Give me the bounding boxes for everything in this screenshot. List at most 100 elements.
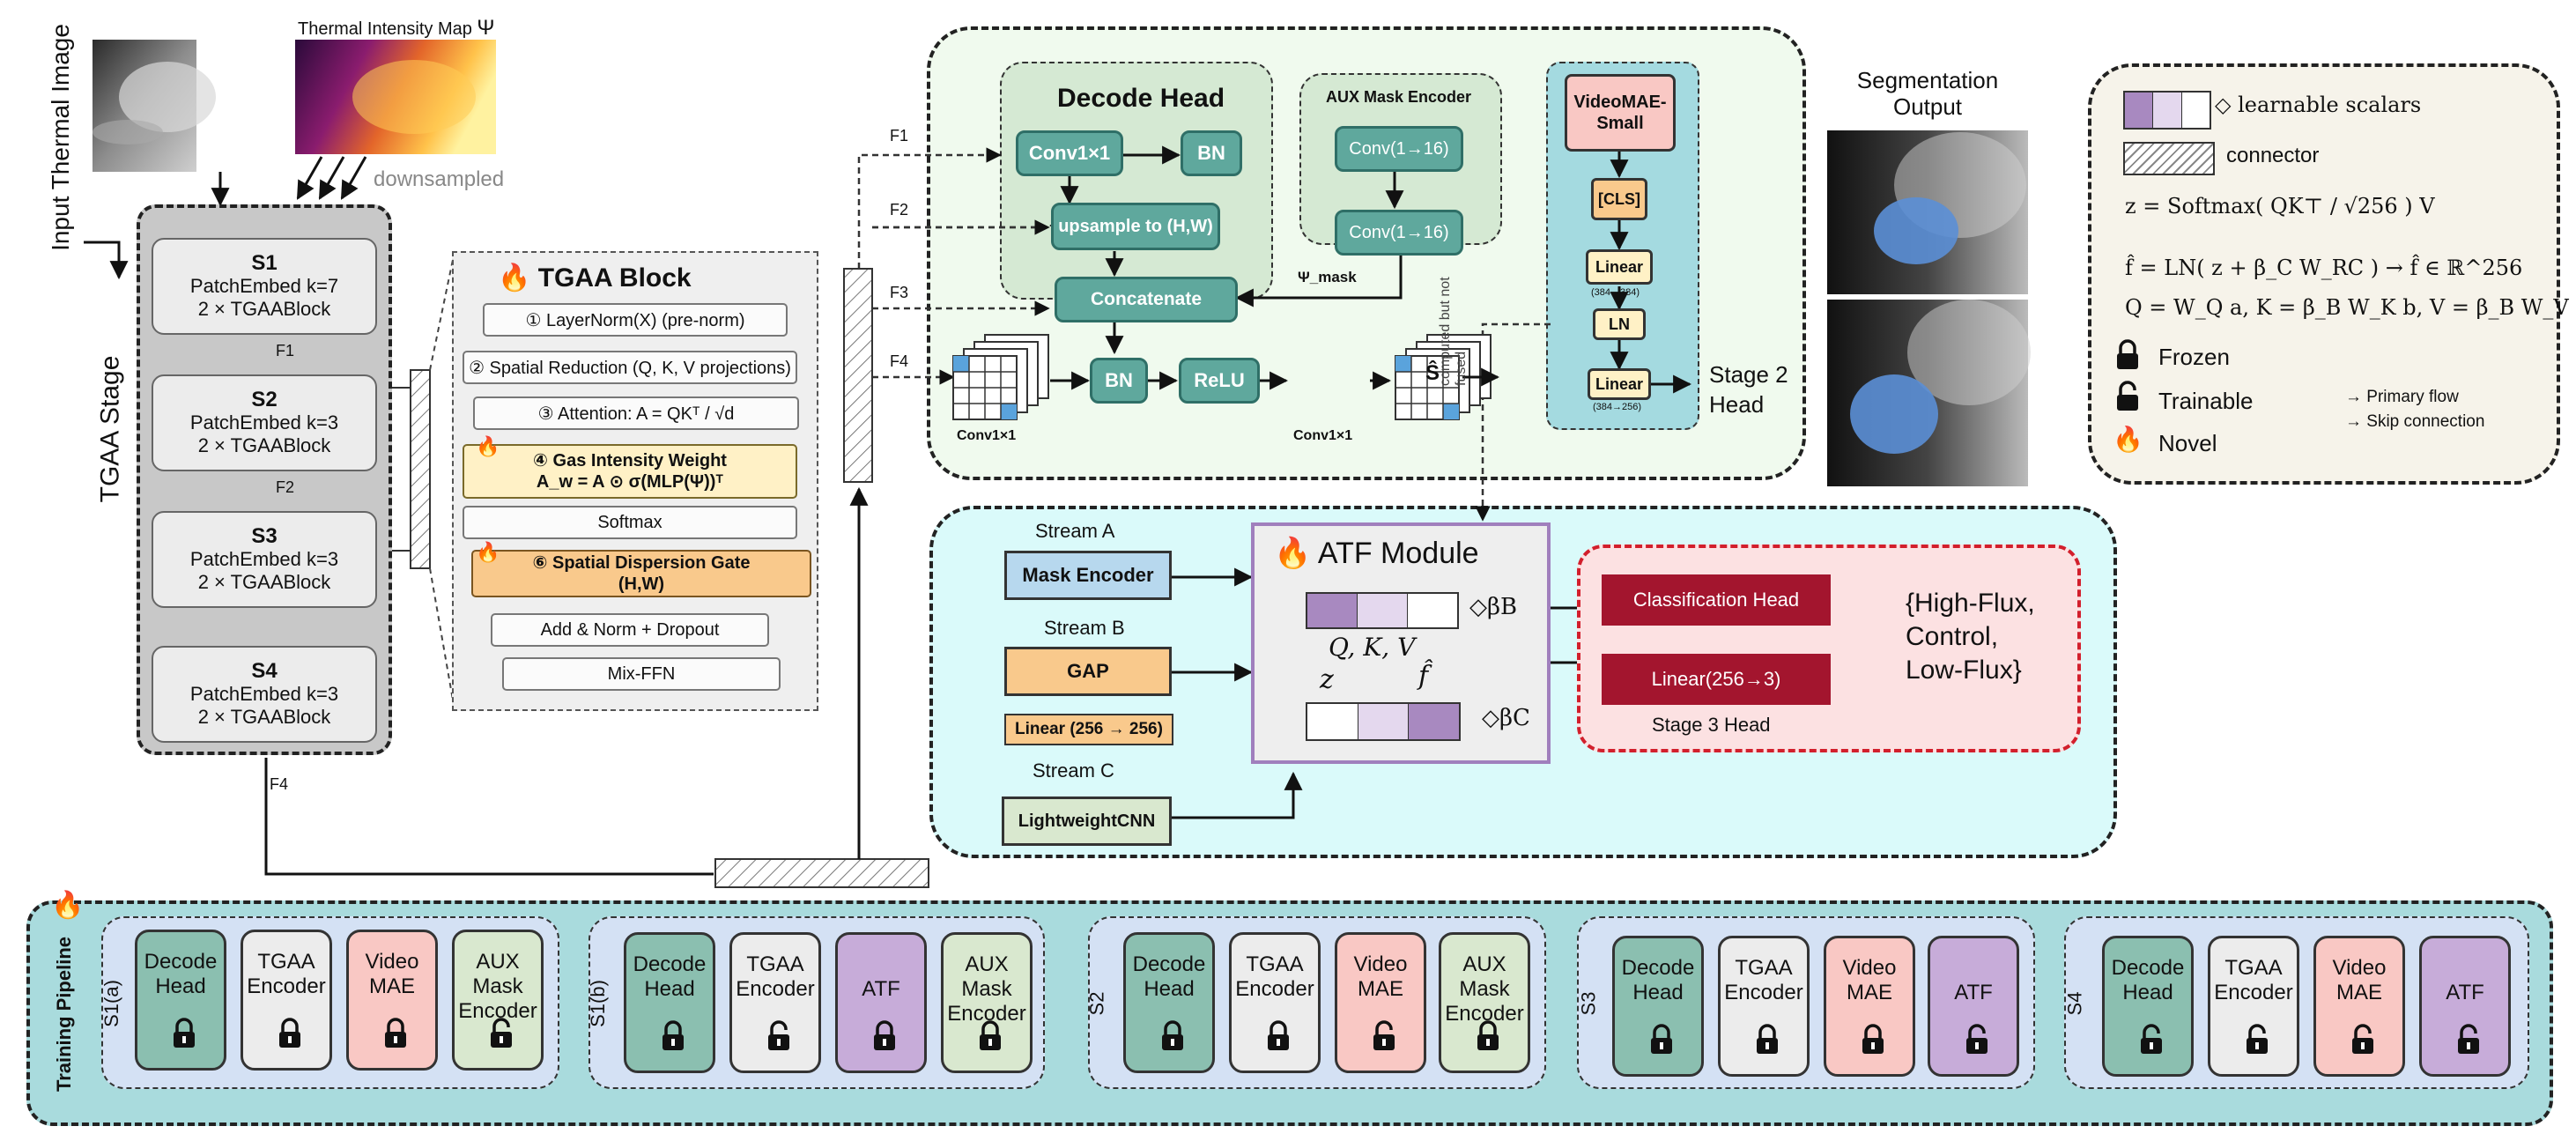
module-video-mae: Video MAE <box>1824 936 1915 1077</box>
cls-token-block: [CLS] <box>1591 178 1647 220</box>
flame-icon: 🔥 <box>51 891 85 920</box>
module-tgaa-encoder: TGAA Encoder <box>1718 936 1810 1077</box>
flame-icon: 🔥 <box>476 541 500 563</box>
flame-icon: 🔥 <box>498 263 531 293</box>
stream-c-label: Stream C <box>1033 759 1114 782</box>
module-atf: ATF <box>2419 936 2511 1077</box>
linear1-block: Linear <box>1586 249 1653 285</box>
aux-conv2: Conv(1→16) <box>1335 210 1463 256</box>
module-tgaa-encoder: TGAA Encoder <box>729 932 821 1073</box>
linear-256-block: Linear (256 → 256) <box>1004 714 1173 745</box>
conv1x1-label-left: Conv1×1 <box>957 428 1017 443</box>
bn-block: BN <box>1181 130 1242 176</box>
lock-icon <box>1754 1024 1780 1062</box>
input-thermal-image <box>93 40 216 172</box>
beta-c-label: ◇βC <box>1482 705 1530 731</box>
group-s3-label: S3 <box>1577 991 1600 1016</box>
equation-fhat: f̂ = LN( z + β_C W_RC ) → f̂ ∈ ℝ^256 <box>2125 256 2523 280</box>
module-video-mae: Video MAE <box>2313 936 2405 1077</box>
primary-flow-label: → Primary flow <box>2345 388 2459 406</box>
module-decode-head: Decode Head <box>1612 936 1704 1077</box>
tap-f1: F1 <box>890 127 909 144</box>
tgaa-step-layernorm: ① LayerNorm(X) (pre-norm) <box>483 303 788 337</box>
linear-256-3-block: Linear(256→3) <box>1602 654 1831 705</box>
module-decode-head: Decode Head <box>624 932 715 1073</box>
thermal-intensity-map <box>295 40 496 154</box>
lock-icon <box>871 1020 898 1058</box>
psi-mask-label: Ψ_mask <box>1298 269 1357 285</box>
group-s4-label: S4 <box>2063 991 2086 1016</box>
trainable-label: Trainable <box>2158 388 2254 414</box>
tgaa-step-dispersion-gate: ⑥ Spatial Dispersion Gate(H,W) <box>471 550 811 597</box>
lock-icon <box>1648 1024 1675 1062</box>
segmentation-image-2 <box>1827 300 2031 486</box>
tgaa-stage-label: TGAA Stage <box>95 355 125 503</box>
classification-head-block: Classification Head <box>1602 574 1831 626</box>
mask-encoder-block: Mask Encoder <box>1004 551 1172 600</box>
equation-qkv: Q = W_Q a, K = β_B W_K b, V = β_B W_V b <box>2125 295 2576 320</box>
tgaa-step-softmax: Softmax <box>463 506 797 539</box>
unlock-icon <box>2138 1024 2165 1062</box>
tgaa-step-mix-ffn: Mix-FFN <box>502 657 781 691</box>
beta-b-bar <box>1306 592 1459 629</box>
lock-icon <box>382 1018 409 1056</box>
lock-icon <box>171 1018 197 1056</box>
unlock-icon <box>1371 1020 1397 1058</box>
group-s1b-label: S1(b) <box>586 980 609 1027</box>
z-label: z <box>1320 664 1334 695</box>
fhat-label: f̂ <box>1418 661 1429 692</box>
tap-f3: F3 <box>890 284 909 301</box>
unlock-icon <box>766 1020 792 1058</box>
segmentation-output-title: Segmentation Output <box>1856 67 1999 120</box>
module-atf: ATF <box>835 932 927 1073</box>
module-tgaa-encoder: TGAA Encoder <box>241 930 332 1071</box>
aux-mask-encoder-title: AUX Mask Encoder <box>1326 88 1472 106</box>
conv1x1-block: Conv1×1 <box>1016 130 1123 176</box>
feature-maps-left <box>952 334 1049 420</box>
lock-icon <box>660 1020 686 1058</box>
not-fused-note: computed but not fused <box>1438 277 1469 386</box>
module-decode-head: Decode Head <box>1123 932 1215 1073</box>
concatenate-block: Concatenate <box>1055 277 1238 322</box>
tgaa-step-attention: ③ Attention: A = QKᵀ / √d <box>473 396 799 430</box>
equation-z: z = Softmax( QK⊤ / √256 ) V <box>2125 194 2435 219</box>
learnable-scalars-swatch <box>2123 91 2211 130</box>
module-video-mae: Video MAE <box>1335 932 1426 1073</box>
module-aux-mask-encoder: AUX Mask Encoder <box>1439 932 1530 1073</box>
module-tgaa-encoder: TGAA Encoder <box>2208 936 2299 1077</box>
module-aux-mask-encoder: AUX Mask Encoder <box>452 930 544 1071</box>
beta-b-label: ◇βB <box>1469 594 1518 620</box>
module-video-mae: Video MAE <box>346 930 438 1071</box>
lock-icon <box>2114 339 2141 371</box>
flame-icon: 🔥 <box>2113 426 2143 453</box>
frozen-label: Frozen <box>2158 344 2230 370</box>
linear1-dim: (384→384) <box>1591 287 1640 298</box>
ln-block: LN <box>1593 308 1646 340</box>
stage3-head-label: Stage 3 Head <box>1652 714 1771 736</box>
stage2-head-label: Stage 2 Head <box>1709 361 1788 418</box>
unlock-icon <box>2244 1024 2270 1062</box>
lock-icon <box>977 1020 1003 1058</box>
linear2-block: Linear <box>1588 368 1651 400</box>
segmentation-image-1 <box>1827 130 2028 294</box>
unlock-icon <box>1964 1024 1990 1062</box>
skip-connection-label: → Skip connection <box>2345 412 2485 431</box>
connector-swatch <box>2123 142 2215 175</box>
decode-head-title: Decode Head <box>1057 84 1225 113</box>
module-tgaa-encoder: TGAA Encoder <box>1229 932 1321 1073</box>
lock-icon <box>1475 1020 1501 1058</box>
f4-label: F4 <box>270 775 289 793</box>
upsample-block: upsample to (H,W) <box>1051 203 1220 250</box>
beta-c-bar <box>1306 702 1461 741</box>
s-hat-output: Ŝ <box>1425 361 1440 385</box>
linear2-dim: (384→256) <box>1593 402 1642 412</box>
f2-label: F2 <box>276 478 295 496</box>
module-decode-head: Decode Head <box>135 930 226 1071</box>
tgaa-step-spatial-reduction: ② Spatial Reduction (Q, K, V projections… <box>463 351 797 384</box>
group-s2-label: S2 <box>1085 991 1108 1016</box>
tgaa-step-add-norm: Add & Norm + Dropout <box>491 613 769 647</box>
